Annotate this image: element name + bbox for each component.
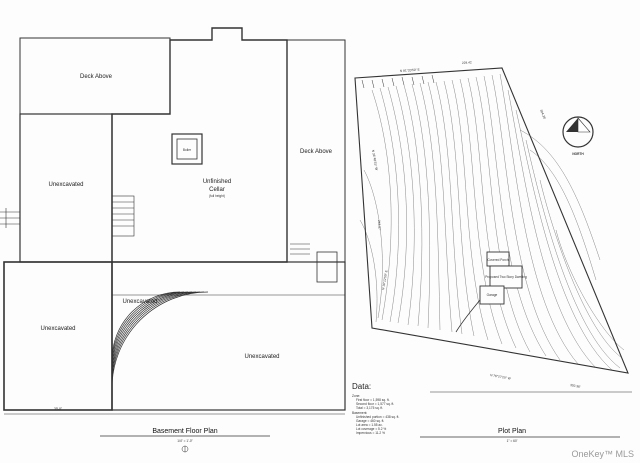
data-line: First floor = 1,598 sq. ft. [356, 398, 390, 402]
data-line: Basement: [352, 411, 367, 415]
topographic-contours [359, 73, 625, 371]
house-label-porch: Covered Porch [487, 258, 508, 262]
bearing-left-upper: N 36°48'15" W [371, 149, 379, 170]
north-label: NORTH [572, 152, 584, 156]
bearing-left-lower: N 16°12'50" E [381, 270, 388, 290]
unfinished-cellar-label-1: Unfinished [203, 179, 231, 185]
unexcavated-lower-left-area [3, 261, 113, 411]
bearing-top: N 81°20'50" E [400, 68, 420, 73]
bearing-top-distance: 229.42 [462, 60, 472, 65]
boiler-label: Boiler [183, 148, 192, 152]
unexcavated-left-area [19, 113, 113, 263]
unexcavated-lower-left-label: Unexcavated [40, 326, 75, 332]
basement-floor-plan [0, 27, 346, 437]
curved-patio-steps [111, 291, 209, 389]
unfinished-cellar-note: (full height) [209, 194, 225, 198]
plot-plan-title: Plot Plan [498, 428, 526, 435]
house-label-garage: Garage [487, 293, 498, 297]
proposed-dwelling [489, 265, 523, 289]
bearing-bottom-distance: 392.36' [570, 383, 581, 389]
unexcavated-lower-right-area [111, 261, 346, 411]
data-block: Data: Zone: First floor = 1,598 sq. ft. … [352, 382, 399, 435]
unexcavated-lower-mid-label: Unexcavated [122, 299, 157, 305]
boundary-ticks [361, 74, 435, 89]
exterior-steps-left [0, 208, 20, 228]
deck-above-top-label: Deck Above [80, 74, 113, 80]
plot-plan-scale: 1" = 60' [507, 439, 518, 443]
data-line: Second floor = 1,577 sq. ft. [356, 402, 394, 406]
data-line: Total = 3,175 sq. ft. [356, 406, 383, 410]
bottom-dimension-label: 39'-8" [54, 407, 62, 411]
basement-plan-title: Basement Floor Plan [152, 428, 217, 435]
driveway [455, 299, 481, 333]
interior-stair [111, 195, 135, 237]
data-line: Garage = 460 sq. ft. [356, 419, 384, 423]
house-label-dwelling: Proposed Two Story Dwelling [485, 275, 527, 279]
deck-above-right-label: Deck Above [300, 149, 333, 155]
data-line: Lot coverage = 5.2 % [356, 427, 386, 431]
utility-box [316, 251, 338, 283]
watermark: OneKey™ MLS [571, 449, 634, 459]
north-arrow-icon [181, 445, 189, 453]
data-line: Impervious = 11.2 % [356, 431, 385, 435]
north-arrow-plot-icon [562, 116, 594, 148]
property-boundary [354, 67, 629, 374]
right-stair [290, 243, 310, 255]
boiler-enclosure [171, 133, 203, 165]
bearing-left-distance: 243.87' [377, 220, 381, 231]
bearing-bottom: N 76°27'20" W [490, 373, 511, 381]
basement-plan-scale: 1/4" = 1'-0" [177, 439, 193, 443]
plot-plan [354, 67, 632, 438]
data-line: Lot area = 1.55 ac. [356, 423, 383, 427]
house-footprint [479, 251, 523, 305]
unexcavated-lower-right-label: Unexcavated [244, 354, 279, 360]
unfinished-cellar-label-2: Cellar [209, 187, 225, 193]
bearing-right-distance: 304.35' [539, 109, 547, 120]
unfinished-cellar-wall [111, 27, 288, 263]
garage [479, 285, 505, 305]
unexcavated-left-label: Unexcavated [48, 182, 83, 188]
boiler-unit [176, 138, 198, 160]
data-line: Zone: [352, 394, 360, 398]
data-line: Unfinished portion = 438 sq. ft. [356, 415, 399, 419]
data-heading: Data: [352, 382, 371, 391]
